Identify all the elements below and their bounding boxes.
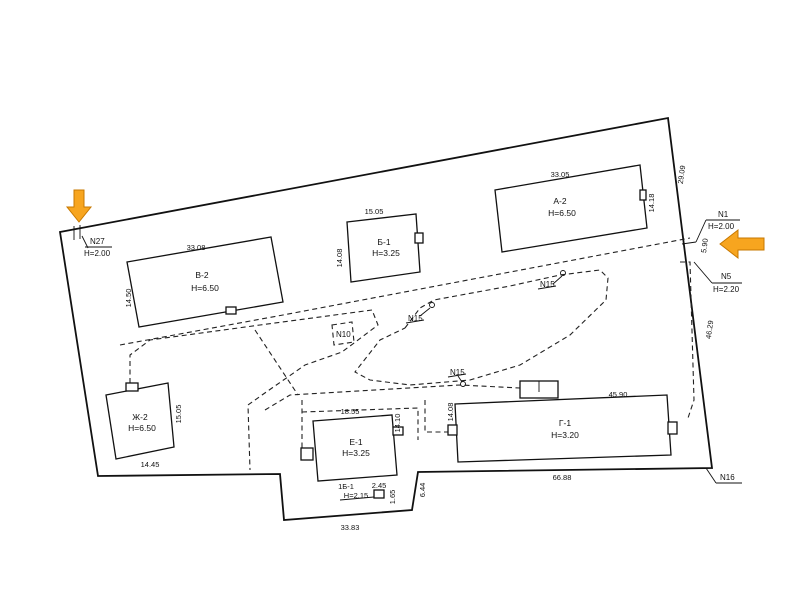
g1-dim-side: 14.08 <box>446 403 455 422</box>
building-zh2: Ж-2 H=6.50 14.45 15.05 <box>105 382 183 469</box>
lower-dashed-path <box>264 384 521 411</box>
n15-label-a: N15 <box>540 280 555 289</box>
walkway-paths <box>119 237 695 471</box>
building-a2: А-2 H=6.50 33.05 14.18 <box>494 164 656 253</box>
n10-label: N10 <box>336 330 351 339</box>
a2-dim-side: 14.18 <box>647 194 656 213</box>
v2-height: H=6.50 <box>191 283 219 293</box>
a2-height: H=6.50 <box>548 208 576 218</box>
n1-label: N1 <box>718 210 729 219</box>
b1-dim-top: 15.05 <box>365 207 384 216</box>
v2-dim-side: 14.50 <box>124 289 133 308</box>
point-n1: N1 H=2.00 <box>681 210 740 245</box>
main-dashed-path <box>119 237 691 346</box>
center-loop-path <box>354 269 609 386</box>
dim-right-side: 46.29 <box>704 320 716 340</box>
b1-name: Б-1 <box>377 237 390 247</box>
b1small-height: H=2.15 <box>344 491 368 500</box>
building-1b1: 1Б-1 H=2.15 2.45 1.65 <box>338 481 397 504</box>
v2-name: В-2 <box>195 270 209 280</box>
n16-label: N16 <box>720 473 735 482</box>
n5-label: N5 <box>721 272 732 281</box>
marker-n15-a <box>560 270 566 276</box>
point-n27: N27 H=2.00 <box>73 225 112 258</box>
dim-notch-side: 6.44 <box>418 483 427 498</box>
a2-dim-top: 33.05 <box>551 170 570 179</box>
n10-box <box>331 321 355 346</box>
e1-dim-side: 14.10 <box>393 414 402 433</box>
dim-bottom-left: 33.83 <box>341 523 360 532</box>
building-v2: В-2 H=6.50 33.08 14.50 <box>124 236 284 328</box>
n5-height: H=2.20 <box>713 285 740 294</box>
entrance-arrow-left-icon <box>65 189 93 223</box>
marker-n15-b <box>429 302 435 308</box>
n15-label-c: N15 <box>450 368 465 377</box>
inner-dashed-path <box>301 400 455 460</box>
building-b1: Б-1 H=3.25 15.05 14.08 <box>335 207 424 283</box>
e1-dim-top: 18.55 <box>341 407 360 416</box>
diagonal-dashed-path <box>254 329 299 396</box>
building-e1: Е-1 H=3.25 18.55 14.10 <box>300 407 404 482</box>
building-g1: Г-1 H=3.20 45.90 14.08 <box>446 380 678 463</box>
dim-bottom-right: 66.88 <box>553 473 572 482</box>
g1-name: Г-1 <box>559 418 571 428</box>
zh2-name: Ж-2 <box>132 412 148 422</box>
marker-n15-c <box>460 381 466 387</box>
v2-dim-top: 33.08 <box>187 243 206 252</box>
b1-dim-side: 14.08 <box>335 249 344 268</box>
b1small-dim-top: 2.45 <box>372 481 387 490</box>
n27-label: N27 <box>90 237 105 246</box>
zh2-dim-bottom: 14.45 <box>141 460 160 469</box>
n27-height: H=2.00 <box>84 249 111 258</box>
point-n16: N16 <box>705 467 742 484</box>
e1-height: H=3.25 <box>342 448 370 458</box>
b1small-name: 1Б-1 <box>338 482 354 491</box>
point-n5: N5 H=2.20 <box>693 261 742 294</box>
g1-dim-top: 45.90 <box>609 390 628 399</box>
zh2-height: H=6.50 <box>128 423 156 433</box>
zh2-dim-side: 15.05 <box>174 405 183 424</box>
n15-label-b: N15 <box>408 314 423 323</box>
e1-name: Е-1 <box>349 437 363 447</box>
n1-height: H=2.00 <box>708 222 735 231</box>
b1-height: H=3.25 <box>372 248 400 258</box>
dim-right-gap: 5.90 <box>699 238 710 254</box>
entrance-arrow-right-icon <box>719 228 765 260</box>
dim-top-right: 29.09 <box>676 165 688 185</box>
g1-height: H=3.20 <box>551 430 579 440</box>
right-dashed-path <box>680 261 695 419</box>
survey-markers <box>419 270 566 387</box>
a2-name: А-2 <box>553 196 567 206</box>
left-dashed-path <box>129 309 379 471</box>
site-boundary <box>58 116 714 521</box>
b1small-dim-side: 1.65 <box>388 490 397 505</box>
